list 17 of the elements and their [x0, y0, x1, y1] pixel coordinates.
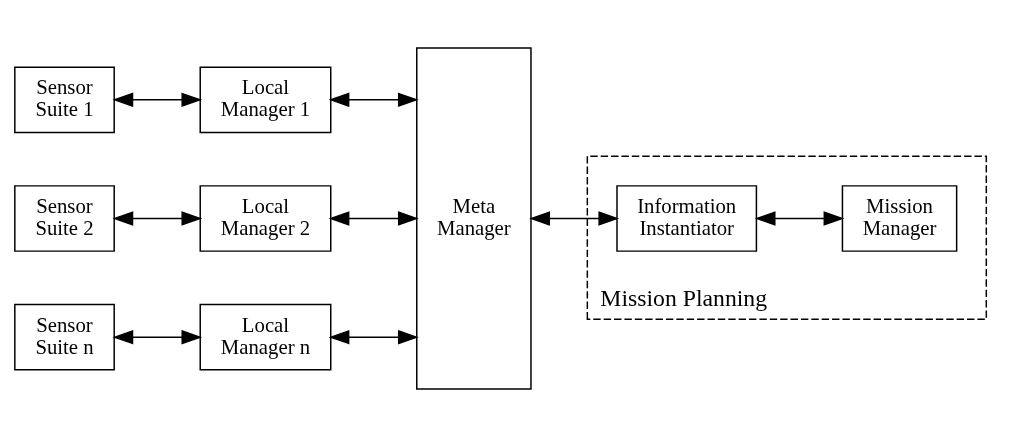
node-box: Sensor Suite 2 [14, 185, 115, 252]
node-box: Meta Manager [416, 47, 532, 390]
node-box: Local Manager n [199, 303, 332, 371]
node-box: Local Manager 1 [199, 66, 332, 134]
arrow [754, 211, 845, 226]
arrow [112, 211, 203, 226]
node-box: Sensor Suite n [14, 303, 115, 371]
node-box: Sensor Suite 1 [14, 66, 115, 134]
node-box: Local Manager 2 [199, 185, 332, 252]
node-box: Information Instantiator [616, 185, 758, 252]
arrow [328, 211, 419, 226]
arrow [112, 329, 203, 345]
node-box: Mission Manager [841, 185, 958, 252]
arrow [112, 92, 203, 108]
arrow [328, 329, 419, 345]
arrow [529, 211, 620, 226]
arrow [328, 92, 419, 108]
